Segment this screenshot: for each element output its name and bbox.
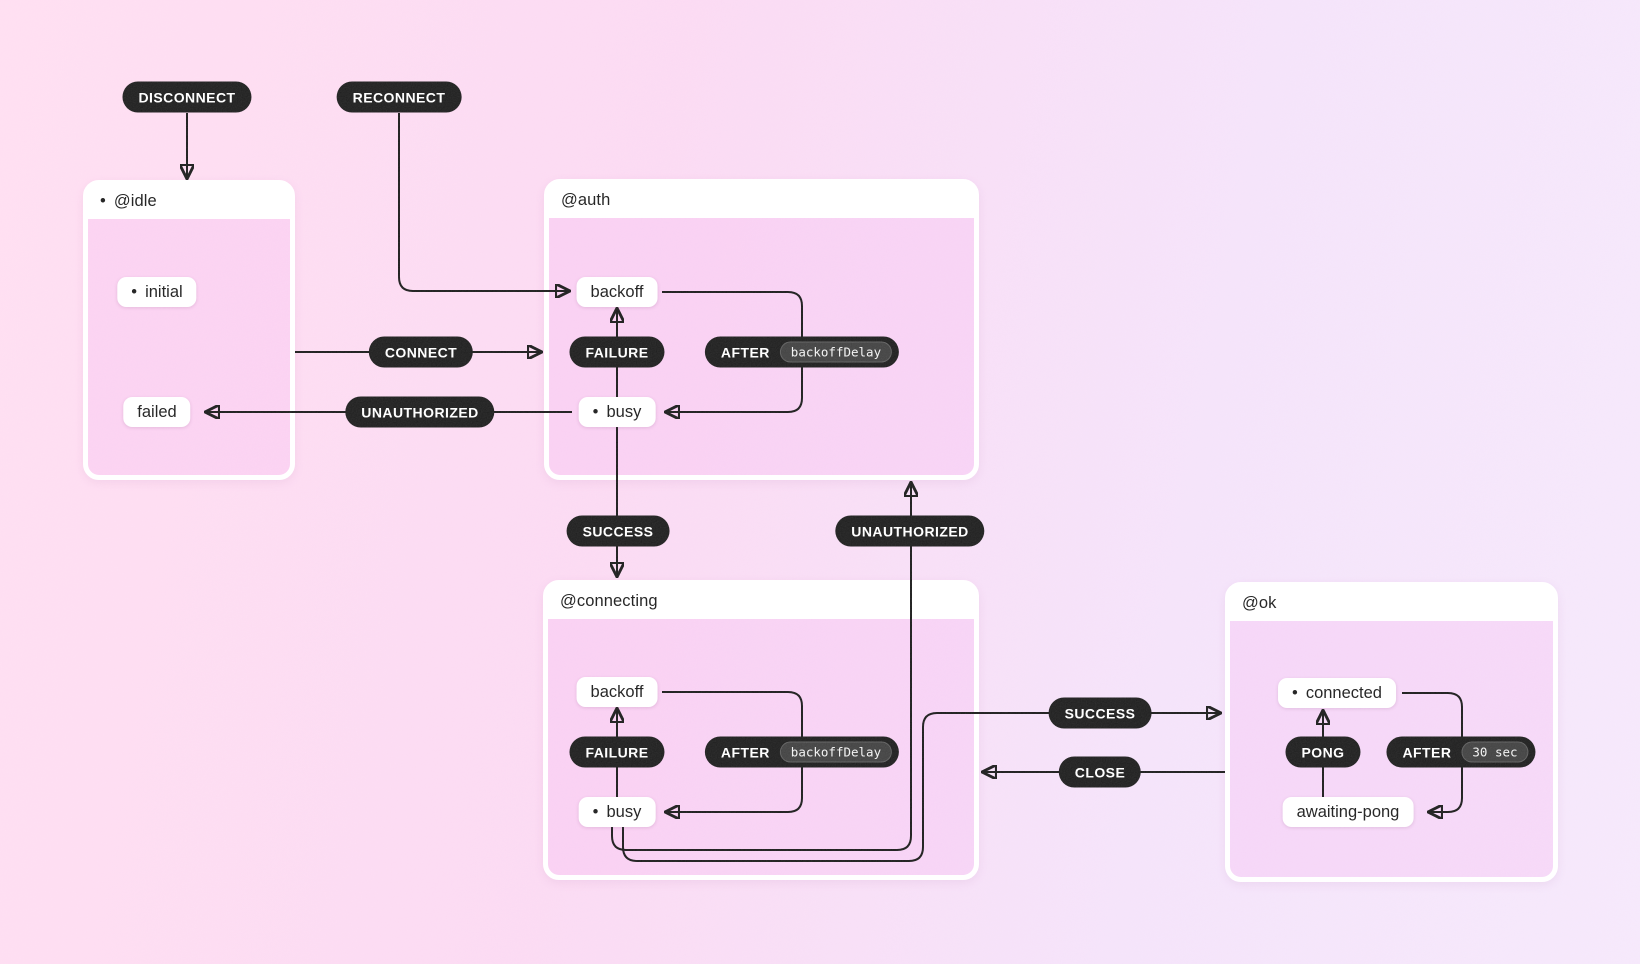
event-label-after: AFTER (1402, 744, 1452, 760)
event-label-success: SUCCESS (1064, 705, 1136, 721)
state-label-awaiting-pong: awaiting-pong (1296, 802, 1400, 821)
event-pill-unauthorized-to-auth[interactable]: UNAUTHORIZED (835, 515, 985, 547)
initial-state-dot: • (592, 402, 599, 421)
event-label-disconnect: DISCONNECT (138, 89, 236, 105)
event-pill-disconnect[interactable]: DISCONNECT (122, 81, 252, 113)
event-label-reconnect: RECONNECT (352, 89, 446, 105)
event-pill-connect[interactable]: CONNECT (368, 336, 474, 368)
state-pill-connecting-backoff[interactable]: backoff (576, 677, 658, 707)
event-label-failure: FAILURE (585, 744, 649, 760)
event-delay-badge: backoffDelay (779, 741, 893, 763)
event-label-pong: PONG (1301, 744, 1345, 760)
initial-state-dot: • (592, 802, 599, 821)
event-pill-connecting-failure[interactable]: FAILURE (569, 736, 665, 768)
event-pill-success-to-ok[interactable]: SUCCESS (1048, 697, 1152, 729)
event-label-close: CLOSE (1074, 764, 1126, 780)
event-pill-pong[interactable]: PONG (1285, 736, 1361, 768)
state-pill-initial[interactable]: • initial (117, 277, 197, 307)
edge-connecting-success-ok (622, 713, 1219, 862)
state-label-connected: connected (1305, 683, 1382, 702)
event-pill-auth-failure[interactable]: FAILURE (569, 336, 665, 368)
initial-state-dot: • (1292, 683, 1298, 702)
state-pill-awaiting-pong[interactable]: awaiting-pong (1282, 797, 1414, 827)
event-delay-badge: backoffDelay (779, 341, 893, 363)
event-label-after: AFTER (720, 344, 770, 360)
event-label-unauthorized: UNAUTHORIZED (361, 404, 479, 420)
state-label-auth-busy: busy (606, 402, 642, 421)
event-label-after: AFTER (720, 744, 770, 760)
event-label-failure: FAILURE (585, 344, 649, 360)
initial-state-dot: • (131, 282, 138, 301)
state-label-auth-backoff: backoff (590, 282, 644, 301)
event-pill-unauthorized-to-failed[interactable]: UNAUTHORIZED (345, 396, 495, 428)
event-label-unauthorized: UNAUTHORIZED (851, 523, 969, 539)
event-pill-ok-after[interactable]: AFTER 30 sec (1386, 736, 1536, 768)
event-pill-auth-after[interactable]: AFTER backoffDelay (704, 336, 900, 368)
event-delay-badge: 30 sec (1461, 741, 1529, 763)
state-label-connecting-backoff: backoff (590, 682, 644, 701)
state-label-initial: initial (145, 282, 183, 301)
event-pill-success-to-connecting[interactable]: SUCCESS (566, 515, 670, 547)
event-label-success: SUCCESS (582, 523, 654, 539)
state-pill-failed[interactable]: failed (123, 397, 191, 427)
edge-reconnect-to-auth-backoff (398, 113, 568, 291)
event-label-connect: CONNECT (384, 344, 458, 360)
state-pill-auth-busy[interactable]: • busy (578, 397, 656, 427)
state-pill-connected[interactable]: • connected (1278, 678, 1396, 708)
state-pill-auth-backoff[interactable]: backoff (576, 277, 658, 307)
state-label-connecting-busy: busy (606, 802, 642, 821)
event-pill-reconnect[interactable]: RECONNECT (336, 81, 462, 113)
event-pill-connecting-after[interactable]: AFTER backoffDelay (704, 736, 900, 768)
state-pill-connecting-busy[interactable]: • busy (578, 797, 656, 827)
state-label-failed: failed (137, 402, 177, 421)
event-pill-close[interactable]: CLOSE (1058, 756, 1142, 788)
